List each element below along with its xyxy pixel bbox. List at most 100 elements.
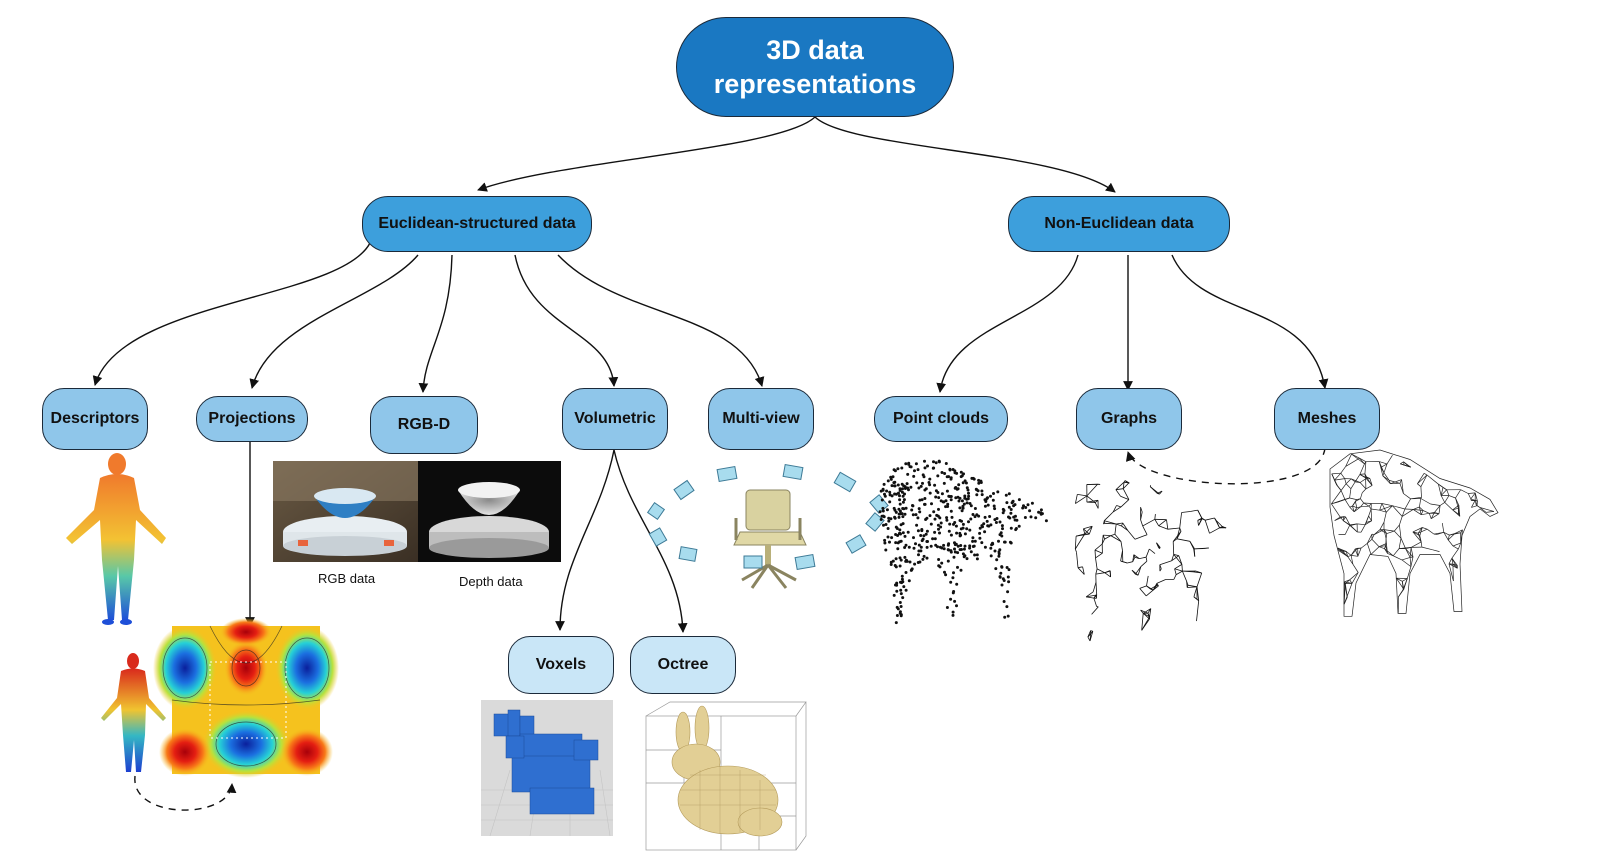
graph-edge	[1197, 509, 1203, 519]
point-cloud-dot	[893, 564, 897, 567]
point-cloud-dot	[983, 498, 987, 502]
point-cloud-dot	[899, 588, 903, 592]
mesh-edge	[1399, 524, 1402, 539]
graph-edge	[1214, 517, 1220, 528]
mesh-edge	[1460, 489, 1469, 494]
point-cloud-dot	[975, 553, 979, 557]
point-cloud-dot	[1007, 492, 1011, 496]
mesh-edge	[1357, 547, 1362, 557]
graph-edge	[1219, 526, 1224, 529]
point-cloud-dot	[923, 497, 927, 500]
mesh-edge	[1347, 556, 1354, 565]
point-cloud-dot	[918, 510, 922, 514]
mesh-edge	[1399, 483, 1404, 494]
point-cloud-dot	[906, 472, 910, 476]
graph-edge	[1166, 519, 1169, 530]
graph-edge	[1086, 483, 1098, 497]
graph-edge	[1196, 572, 1203, 587]
mesh-edge	[1405, 547, 1412, 550]
graph-edge	[1074, 533, 1086, 550]
point-cloud-dot	[883, 538, 887, 542]
graph-edge	[1077, 494, 1087, 497]
mesh-edge	[1413, 506, 1420, 510]
point-cloud-dot	[929, 544, 933, 548]
point-cloud-dot	[896, 467, 900, 471]
mesh-edge	[1344, 524, 1351, 535]
point-cloud-horse	[878, 459, 1048, 625]
point-cloud-dot	[1006, 614, 1010, 618]
mesh-edge	[1381, 503, 1393, 507]
graph-edge	[1084, 526, 1093, 535]
meshes-node: Meshes	[1274, 388, 1380, 450]
mesh-edge	[1451, 548, 1459, 559]
mesh-edge	[1359, 477, 1368, 483]
point-cloud-dot	[994, 521, 998, 524]
point-cloud-dot	[951, 610, 955, 614]
graph-edge	[1115, 488, 1124, 491]
mesh-edge	[1379, 503, 1383, 511]
graph-edge	[1101, 538, 1105, 545]
point-cloud-dot	[897, 507, 901, 511]
point-cloud-dot	[894, 621, 898, 625]
point-cloud-dot	[914, 462, 918, 466]
graph-edge	[1197, 520, 1199, 526]
graph-edge	[1095, 582, 1098, 595]
point-cloud-dot	[915, 481, 919, 485]
point-cloud-dot	[925, 540, 929, 543]
mesh-edge	[1400, 463, 1405, 466]
point-cloud-dot	[997, 539, 1000, 543]
graph-edge	[1112, 506, 1122, 513]
edge-euclidean-projections	[249, 254, 419, 389]
graph-edge	[1173, 574, 1177, 580]
point-cloud-dot	[897, 491, 900, 495]
point-cloud-dot	[946, 548, 950, 552]
mesh-edge	[1340, 490, 1346, 500]
point-cloud-dot	[888, 540, 891, 544]
point-cloud-dot	[940, 546, 944, 550]
graph-edge	[1094, 543, 1103, 551]
rgb-caption: RGB data	[318, 571, 376, 586]
projection-human-figure	[101, 653, 166, 772]
mesh-edge	[1410, 541, 1422, 548]
point-cloud-dot	[985, 519, 989, 523]
point-cloud-dot	[1002, 600, 1006, 603]
point-cloud-dot	[1007, 505, 1011, 509]
point-clouds-node: Point clouds	[874, 396, 1008, 442]
point-cloud-dot	[1005, 501, 1009, 505]
mesh-edge	[1420, 498, 1431, 505]
graph-edge	[1145, 548, 1150, 558]
mesh-edge	[1371, 534, 1375, 540]
mesh-edge	[1379, 529, 1387, 534]
graph-edge	[1181, 564, 1183, 572]
point-cloud-dot	[923, 502, 927, 506]
point-cloud-dot	[968, 544, 972, 548]
point-cloud-dot	[913, 469, 916, 473]
point-cloud-dot	[960, 499, 964, 503]
point-cloud-dot	[881, 488, 885, 492]
point-cloud-dot	[955, 531, 959, 535]
mesh-edge	[1344, 497, 1350, 500]
graph-edge	[1142, 608, 1152, 614]
graph-edge	[1095, 557, 1098, 569]
point-cloud-dot	[950, 515, 954, 519]
point-cloud-dot	[1000, 565, 1004, 569]
point-cloud-dot	[963, 554, 967, 558]
point-cloud-dot	[892, 506, 896, 510]
point-cloud-dot	[890, 536, 894, 540]
graph-edge	[1132, 557, 1136, 562]
graph-edge	[1193, 548, 1196, 557]
point-cloud-dot	[912, 546, 916, 550]
point-cloud-dot	[933, 517, 937, 521]
point-cloud-dot	[953, 550, 957, 554]
graph-edge	[1086, 495, 1096, 503]
mesh-edge	[1350, 548, 1356, 556]
mesh-edge	[1433, 531, 1444, 535]
mesh-edge	[1420, 474, 1428, 487]
point-cloud-dot	[960, 548, 963, 551]
point-cloud-dot	[949, 509, 953, 513]
graph-edge	[1176, 538, 1190, 542]
mesh-edge	[1396, 578, 1405, 590]
point-cloud-dot	[991, 498, 995, 502]
mesh-edge	[1434, 505, 1441, 513]
point-cloud-dot	[978, 526, 982, 530]
